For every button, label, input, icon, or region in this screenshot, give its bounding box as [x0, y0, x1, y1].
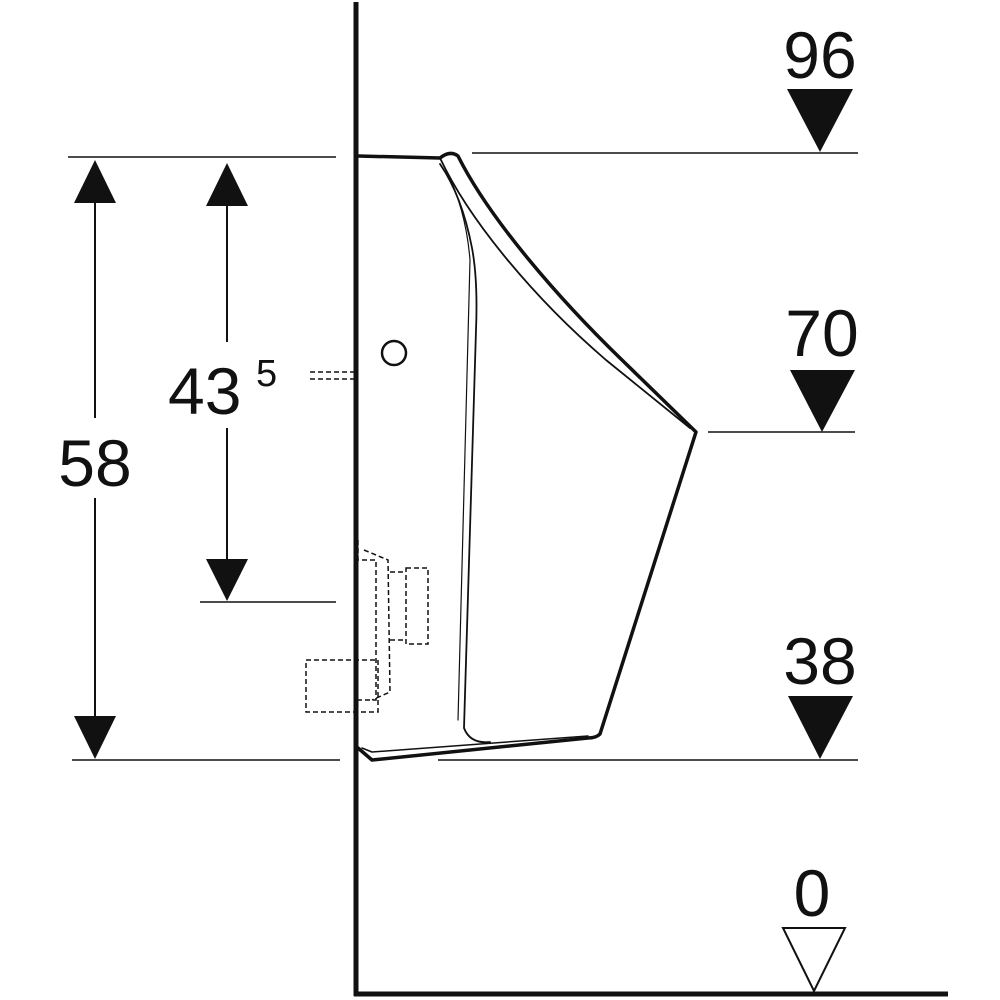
open-triangle-marker-icon	[781, 927, 847, 994]
arrow-up-icon	[74, 160, 116, 203]
urinal-body	[356, 151, 698, 762]
arrow-up-icon	[206, 163, 248, 206]
arrow-down-icon	[74, 716, 116, 759]
drain-pipe-dashed	[305, 659, 379, 713]
urinal-top-rim	[439, 157, 691, 429]
filled-triangle-marker-icon	[790, 370, 855, 432]
height-marker-96: 96	[783, 18, 857, 152]
drain-connector-dashed	[390, 571, 406, 641]
filled-triangle-marker-icon	[788, 696, 853, 759]
urinal-inner-bowl	[445, 169, 471, 721]
height-marker-70: 70	[785, 296, 859, 432]
height-label-96: 96	[783, 18, 856, 92]
water-inlet-circle	[380, 339, 408, 367]
urinal-bottom-rim	[361, 735, 589, 753]
dimension-label-58: 58	[58, 426, 131, 500]
height-label-0: 0	[794, 856, 831, 930]
drain-outlet-inner-dashed	[363, 549, 391, 701]
dimension-label-43: 43	[168, 354, 241, 428]
height-marker-0: 0	[781, 856, 847, 994]
hidden-parts	[305, 371, 429, 713]
dimension-inlet-height: 43 5	[168, 163, 277, 601]
height-marker-38: 38	[783, 624, 857, 759]
extension-lines	[68, 152, 858, 761]
dimension-total-height: 58	[58, 160, 132, 759]
dimension-label-43-superscript: 5	[256, 353, 277, 395]
drain-fitting-dashed	[405, 567, 429, 645]
filled-triangle-marker-icon	[787, 89, 853, 152]
height-label-70: 70	[785, 296, 858, 370]
urinal-outer-outline	[356, 151, 698, 762]
arrow-down-icon	[206, 559, 248, 601]
height-label-38: 38	[783, 624, 856, 698]
drain-siphon-dashed	[357, 540, 377, 701]
